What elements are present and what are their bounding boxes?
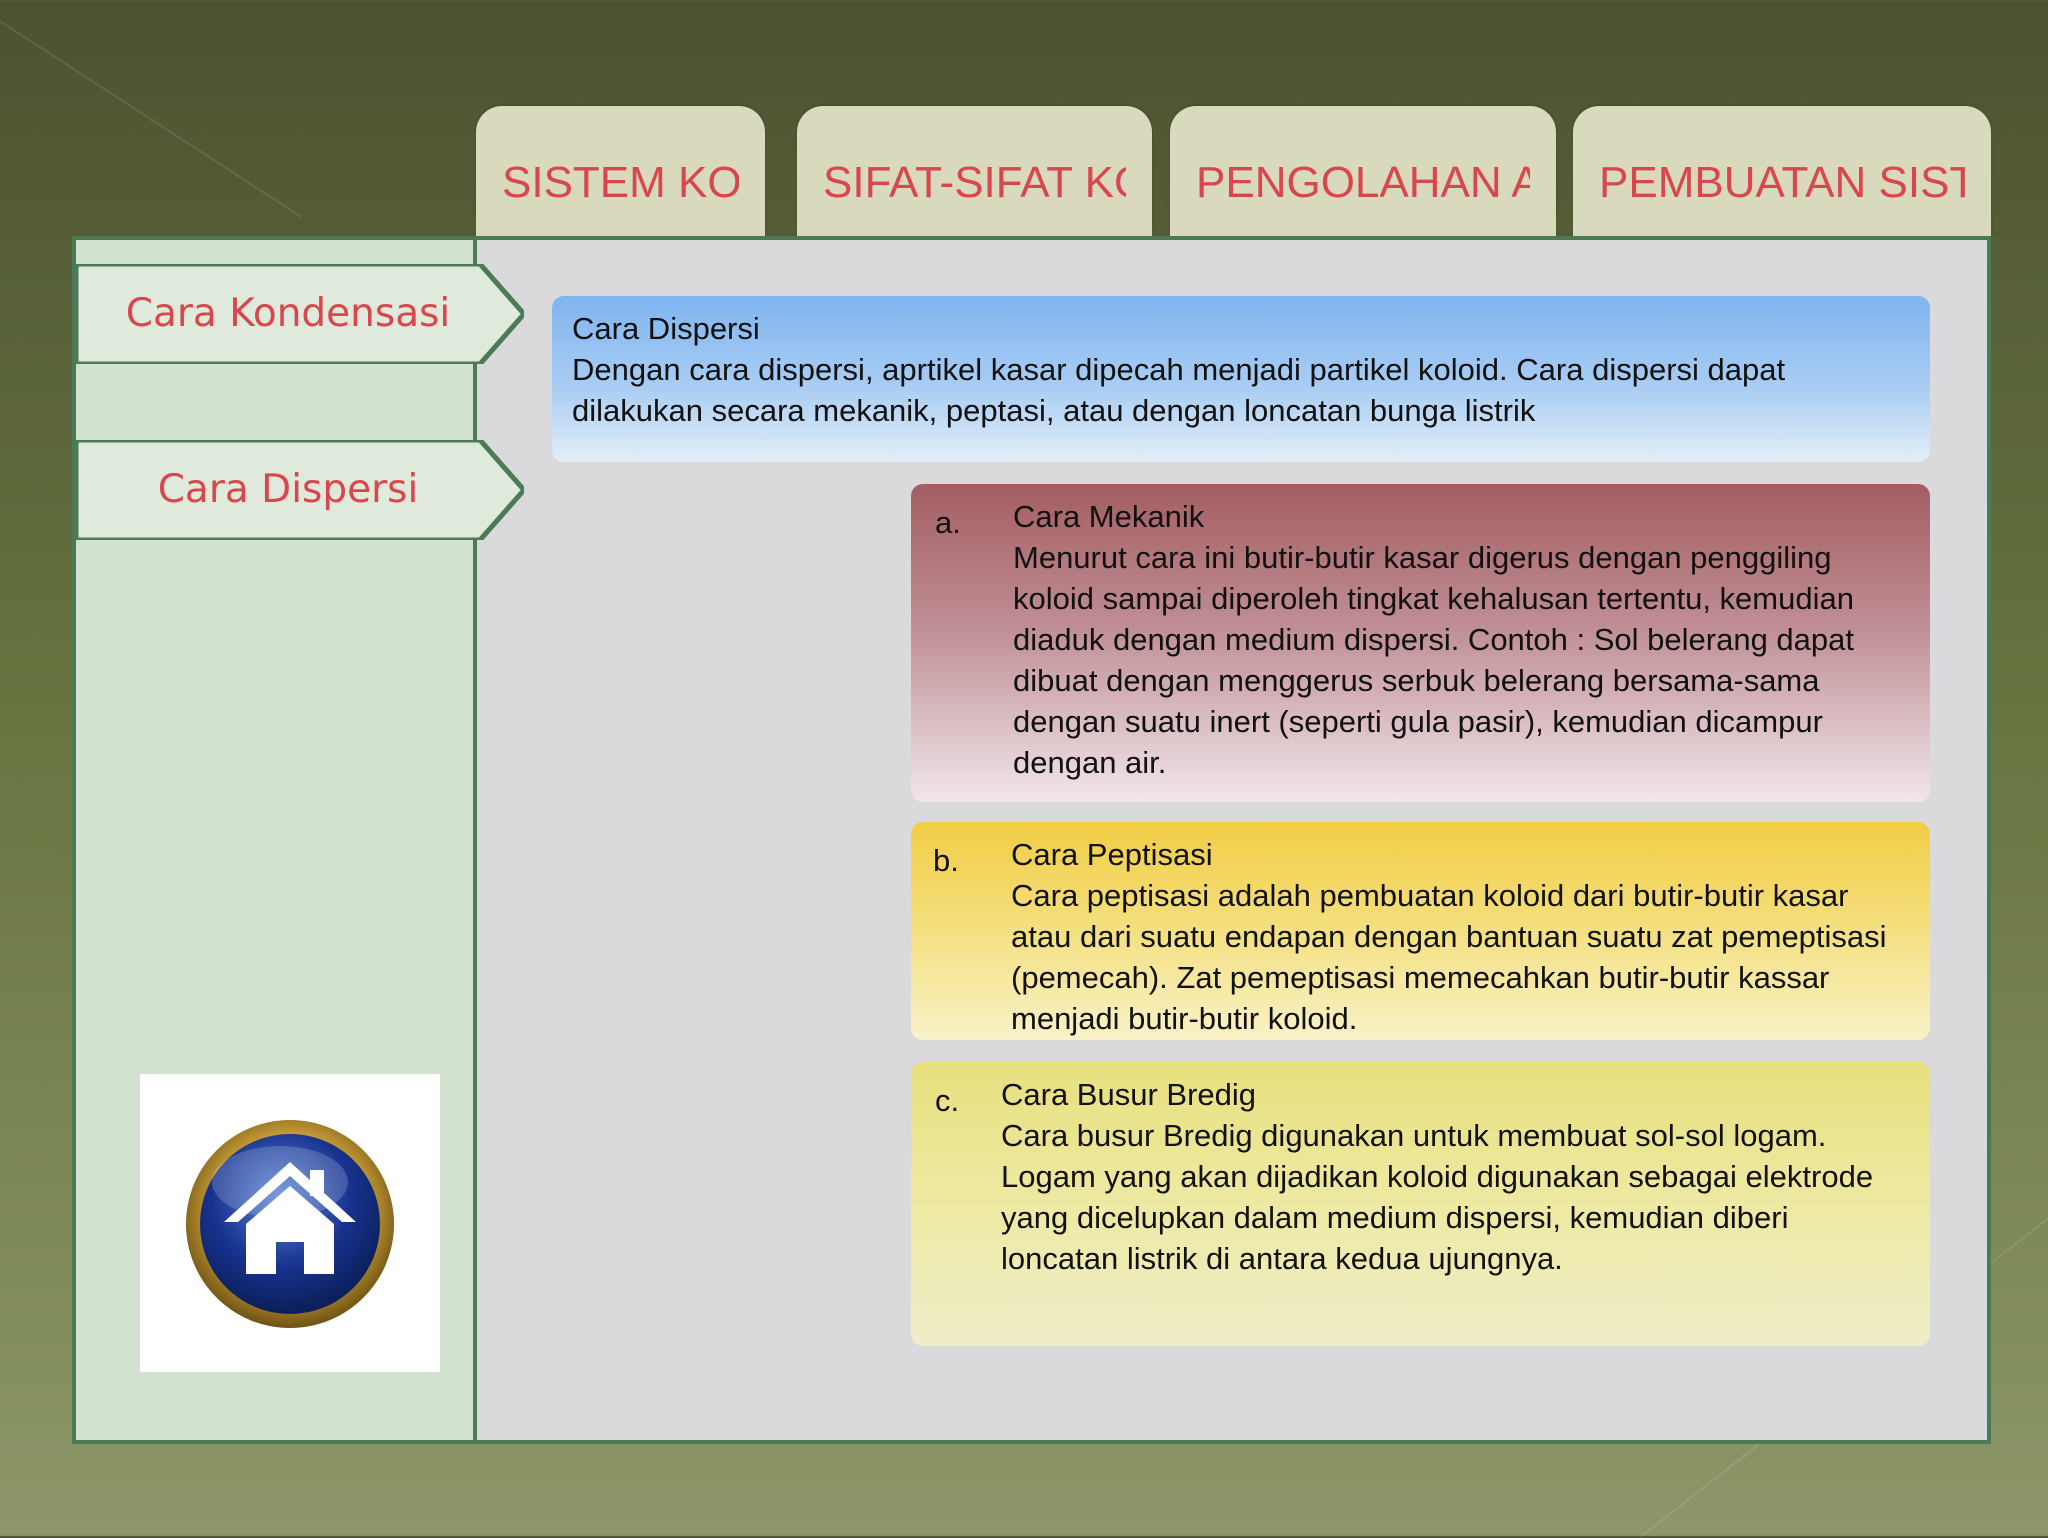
tab-pengolahan-air[interactable]: PENGOLAHAN AIR [1170, 106, 1556, 236]
section-cara-busur-bredig: c. Cara Busur Bredig Cara busur Bredig d… [911, 1062, 1930, 1346]
tab-label: PEMBUATAN SISTEM KOLOID [1599, 158, 1965, 207]
sidebar-item-cara-dispersi[interactable]: Cara Dispersi [76, 440, 524, 540]
content-frame: Cara Kondensasi Cara Dispersi Cara Dispe… [72, 236, 1991, 1444]
tab-label: PENGOLAHAN AIR [1196, 158, 1530, 207]
tab-pembuatan-sistem-koloid[interactable]: PEMBUATAN SISTEM KOLOID [1573, 106, 1991, 236]
section-title: Cara Peptisasi [1011, 837, 1213, 872]
tab-label: SISTEM KOLOID [502, 158, 739, 207]
section-letter: b. [933, 843, 959, 878]
section-letter: c. [935, 1083, 960, 1118]
intro-panel: Cara Dispersi Dengan cara dispersi, aprt… [552, 296, 1930, 462]
section-title: Cara Mekanik [1013, 499, 1205, 534]
section-text: Cara peptisasi adalah pembuatan koloid d… [1011, 878, 1887, 1036]
sidebar-item-label: Cara Dispersi [157, 467, 419, 512]
arrow-shape [76, 440, 524, 540]
home-icon [186, 1120, 394, 1328]
section-body: Cara Mekanik Menurut cara ini butir-buti… [1013, 496, 1910, 783]
sidebar [76, 240, 477, 1440]
section-letter: a. [935, 505, 961, 540]
background-line [0, 20, 302, 218]
intro-title: Cara Dispersi [572, 311, 760, 346]
section-cara-mekanik: a. Cara Mekanik Menurut cara ini butir-b… [911, 484, 1930, 802]
section-body: Cara Busur Bredig Cara busur Bredig digu… [1001, 1074, 1910, 1279]
tab-sifat-sifat-koloid[interactable]: SIFAT-SIFAT KOLOID [797, 106, 1152, 236]
sidebar-item-cara-kondensasi[interactable]: Cara Kondensasi [76, 264, 524, 364]
tab-sistem-koloid[interactable]: SISTEM KOLOID [476, 106, 765, 236]
section-text: Cara busur Bredig digunakan untuk membua… [1001, 1118, 1874, 1276]
intro-text: Dengan cara dispersi, aprtikel kasar dip… [572, 352, 1786, 428]
section-text: Menurut cara ini butir-butir kasar diger… [1013, 540, 1854, 780]
arrow-shape [76, 264, 524, 364]
home-button[interactable] [140, 1074, 440, 1372]
section-body: Cara Peptisasi Cara peptisasi adalah pem… [1011, 834, 1910, 1039]
tab-label: SIFAT-SIFAT KOLOID [823, 158, 1126, 207]
section-title: Cara Busur Bredig [1001, 1077, 1257, 1112]
sidebar-item-label: Cara Kondensasi [125, 291, 451, 336]
section-cara-peptisasi: b. Cara Peptisasi Cara peptisasi adalah … [911, 822, 1930, 1040]
